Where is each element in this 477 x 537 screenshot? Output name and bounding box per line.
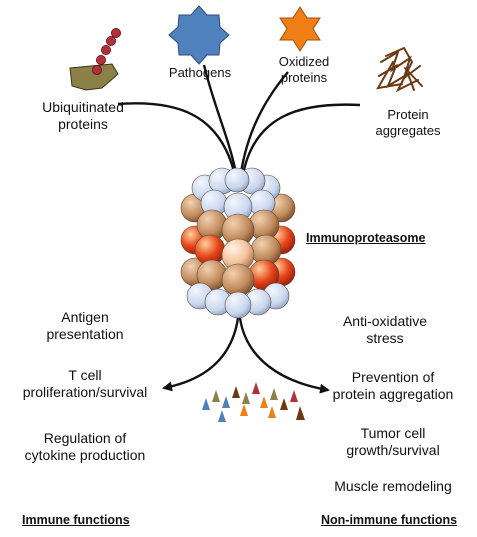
label-line: aggregates xyxy=(375,123,441,138)
peptide-icon xyxy=(240,404,248,416)
label-oxidized-proteins: Oxidized proteins xyxy=(268,54,340,86)
label-line: Anti-oxidative xyxy=(342,313,428,329)
curve-aggregates xyxy=(240,103,361,181)
curve-ubiquitinated xyxy=(117,102,238,181)
ubiquitin-bead-icon xyxy=(101,45,112,56)
immunoproteasome-label: Immunoproteasome xyxy=(306,231,426,245)
label-line: Muscle remodeling xyxy=(334,478,452,494)
peptide-icon xyxy=(280,398,288,410)
peptide-icon xyxy=(202,398,210,410)
input-curves xyxy=(117,64,361,181)
immune-item-cytokine: Regulation of cytokine production xyxy=(5,430,165,464)
non-immune-item-aggregation: Prevention of protein aggregation xyxy=(318,369,468,403)
peptide-icon xyxy=(268,406,276,418)
protein-aggregate-icon xyxy=(376,46,423,93)
label-line: Ubiquitinated xyxy=(42,99,124,115)
label-line: proteins xyxy=(280,70,328,85)
non-immune-functions-header: Non-immune functions xyxy=(321,513,458,527)
arrow-non-immune xyxy=(238,317,330,394)
ubiquitin-bead-icon xyxy=(92,65,103,76)
label-line: Tumor cell xyxy=(360,425,426,441)
label-ubiquitinated-proteins: Ubiquitinated proteins xyxy=(30,99,136,133)
peptide-icon xyxy=(212,390,220,402)
curve-pathogens xyxy=(202,64,239,179)
label-line: proliferation/survival xyxy=(22,384,148,400)
label-line: Prevention of xyxy=(351,369,435,385)
peptide-icon xyxy=(260,396,268,408)
label-line: Antigen xyxy=(61,309,109,325)
protein-blob-icon xyxy=(69,63,119,91)
peptide-icon xyxy=(290,390,298,402)
label-line: Oxidized xyxy=(278,54,330,69)
label-line: cytokine production xyxy=(24,447,146,463)
non-immune-item-muscle: Muscle remodeling xyxy=(318,478,468,495)
pathogen-icon xyxy=(168,5,230,65)
label-line: Pathogens xyxy=(168,65,232,80)
immune-functions-header: Immune functions xyxy=(22,513,130,527)
oxidized-protein-icon xyxy=(279,6,321,52)
label-line: Regulation of xyxy=(43,430,127,446)
label-line: stress xyxy=(366,330,404,346)
ubiquitin-bead-icon xyxy=(106,36,117,47)
peptide-icon xyxy=(252,382,260,394)
arrow-immune xyxy=(162,317,240,392)
ubiquitinated-protein-icon xyxy=(69,27,122,91)
ubiquitin-bead-icon xyxy=(111,27,122,38)
peptide-icon xyxy=(218,410,226,422)
label-line: growth/survival xyxy=(346,442,440,458)
curve-oxidized xyxy=(238,71,289,181)
immune-item-antigen-presentation: Antigen presentation xyxy=(20,309,150,343)
peptide-icon xyxy=(296,406,305,420)
ubiquitin-bead-icon xyxy=(96,55,107,66)
label-line: proteins xyxy=(58,116,108,132)
label-line: protein aggregation xyxy=(332,386,454,402)
label-line: presentation xyxy=(46,326,124,342)
peptide-icon xyxy=(232,386,240,398)
peptide-fragments xyxy=(202,382,305,422)
label-line: T cell xyxy=(68,367,102,383)
peptide-icon xyxy=(270,388,278,400)
proteasome-icon xyxy=(180,167,296,319)
label-line: Protein xyxy=(387,107,429,122)
label-pathogens: Pathogens xyxy=(160,65,240,81)
peptide-icon xyxy=(222,396,230,408)
non-immune-item-tumor: Tumor cell growth/survival xyxy=(328,425,458,459)
peptide-icon xyxy=(242,392,250,404)
non-immune-item-anti-oxidative: Anti-oxidative stress xyxy=(320,313,450,347)
output-arrows xyxy=(162,317,330,394)
immune-item-t-cell: T cell proliferation/survival xyxy=(5,367,165,401)
label-protein-aggregates: Protein aggregates xyxy=(366,107,450,139)
